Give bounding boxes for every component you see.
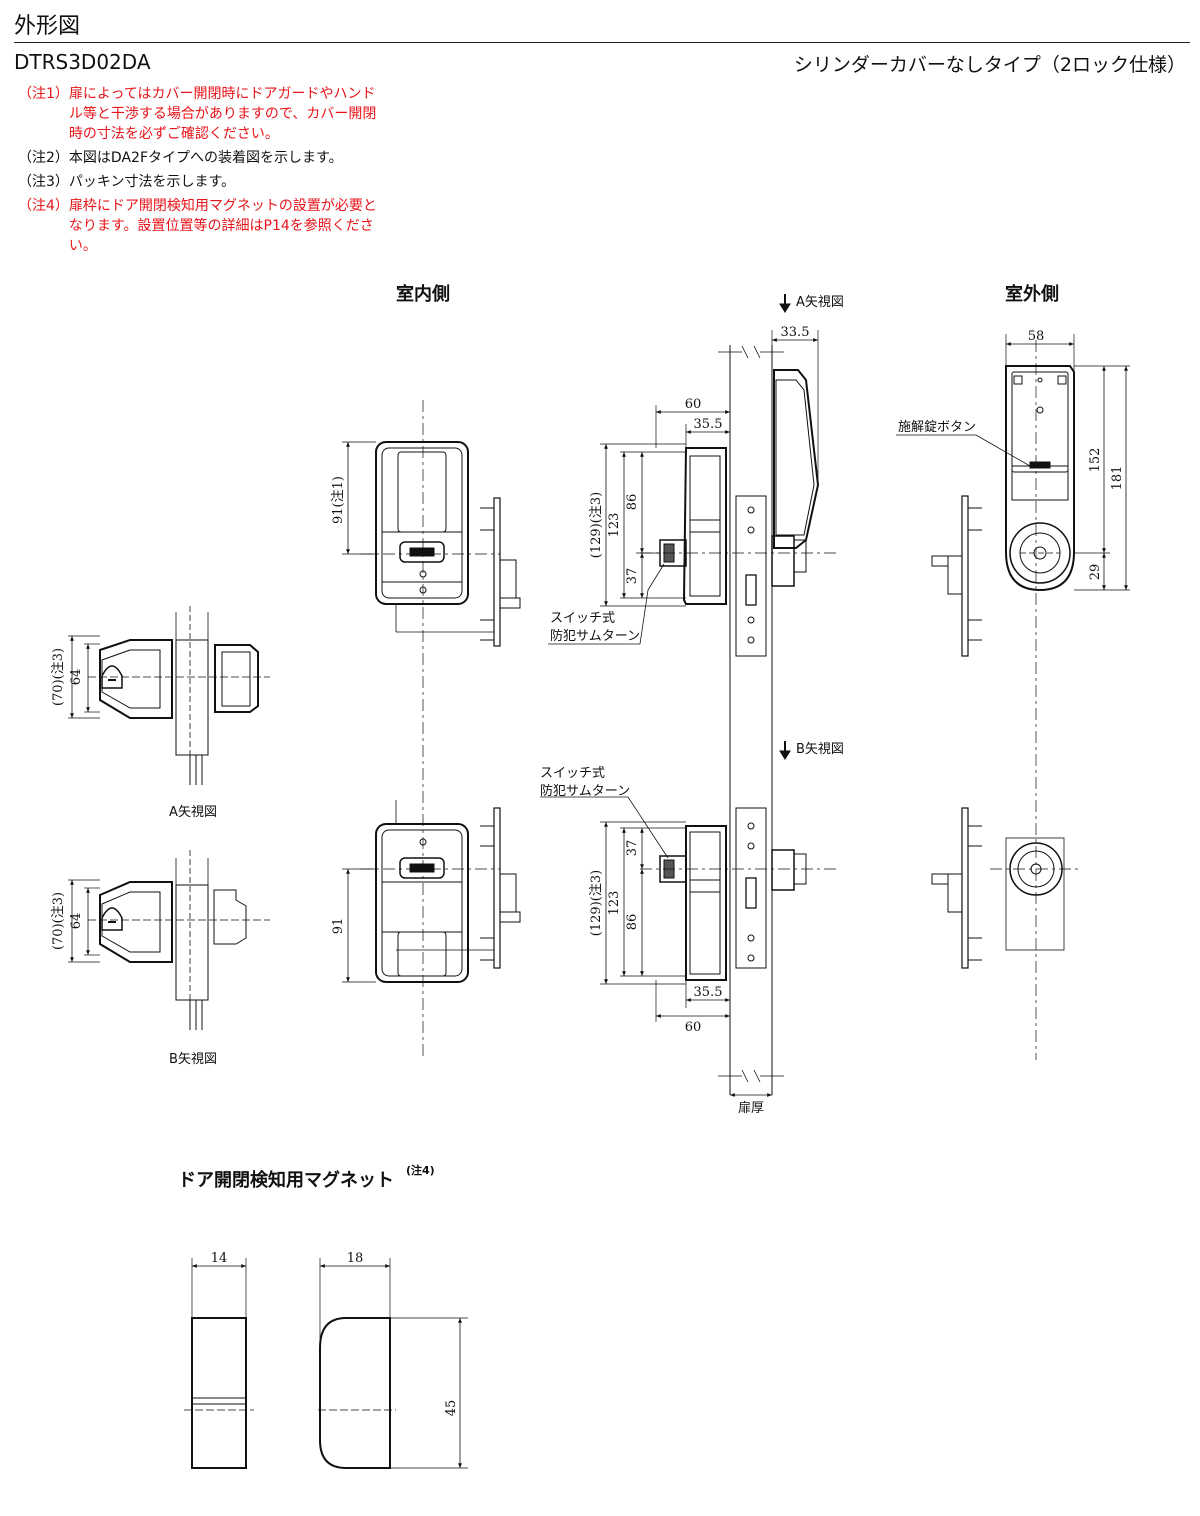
- dim-top-129: (129)(注3): [589, 492, 604, 558]
- note-3: （注3） パッキン寸法を示します。: [18, 172, 388, 192]
- dim-top-123: 123: [607, 513, 622, 538]
- note-4-text: 扉枠にドア開閉検知用マグネットの設置が必要となります。設置位置等の詳細はP14を…: [68, 198, 377, 254]
- dim-bot-129: (129)(注3): [589, 870, 604, 936]
- dim-top-60: 60: [685, 397, 702, 412]
- dim-mag-18: 18: [347, 1251, 364, 1266]
- dim-out-58: 58: [1028, 329, 1045, 344]
- door-thickness-label: 扉厚: [738, 1100, 764, 1116]
- note-2-label: （注2）: [18, 150, 69, 166]
- thumbturn-top-label-2: 防犯サムターン: [550, 628, 640, 644]
- note-1: （注1） 扉によってはカバー開閉時にドアガードやハンドル等と干渉する場合がありま…: [18, 84, 388, 144]
- dim-top-37: 37: [625, 568, 640, 585]
- note-3-label: （注3）: [18, 174, 69, 190]
- magnet-heading: ドア開閉検知用マグネット: [178, 1169, 394, 1191]
- model-number: DTRS3D02DA: [14, 50, 151, 74]
- dim-bot-35-5: 35.5: [694, 985, 723, 1000]
- dim-top-35-5: 35.5: [694, 417, 723, 432]
- dim-mag-45: 45: [444, 1400, 459, 1417]
- thumbturn-top-label-1: スイッチ式: [550, 611, 615, 626]
- a-view-drawing: [68, 606, 270, 785]
- note-2-text: 本図はDA2Fタイプへの装着図を示します。: [68, 150, 343, 166]
- dim-mag-14: 14: [211, 1251, 228, 1266]
- indoor-view-drawing: [342, 400, 521, 1060]
- note-3-text: パッキン寸法を示します。: [68, 174, 236, 190]
- dim-33-5: 33.5: [781, 325, 810, 340]
- note-4: （注4） 扉枠にドア開閉検知用マグネットの設置が必要となります。設置位置等の詳細…: [18, 196, 388, 256]
- b-view-label: B矢視図: [169, 1052, 217, 1067]
- section-view-drawing: [540, 294, 840, 1097]
- dim-bot-86: 86: [625, 914, 640, 931]
- dim-a-64: 64: [69, 669, 84, 686]
- dim-out-152: 152: [1088, 448, 1103, 473]
- dim-bot-60: 60: [685, 1020, 702, 1035]
- dim-top-86: 86: [625, 494, 640, 511]
- dim-indoor-91-note: 91(注1): [331, 476, 346, 524]
- b-view-arrow-label: B矢視図: [796, 742, 844, 757]
- note-2: （注2） 本図はDA2Fタイプへの装着図を示します。: [18, 148, 388, 168]
- a-view-label: A矢視図: [169, 805, 217, 820]
- b-view-drawing: [68, 850, 270, 1030]
- thumbturn-bottom-label-2: 防犯サムターン: [540, 783, 630, 799]
- outdoor-heading: 室外側: [1005, 283, 1059, 305]
- dim-bot-37: 37: [625, 840, 640, 857]
- dim-out-29: 29: [1088, 564, 1103, 581]
- dim-out-181: 181: [1110, 466, 1125, 491]
- notes-list: （注1） 扉によってはカバー開閉時にドアガードやハンドル等と干渉する場合がありま…: [18, 84, 388, 260]
- outdoor-view-drawing: [896, 334, 1130, 1060]
- dim-indoor-91: 91: [331, 918, 346, 935]
- note-1-label: （注1）: [18, 86, 69, 102]
- dim-b-70: (70)(注3): [51, 892, 66, 950]
- thumbturn-bottom-label-1: スイッチ式: [540, 766, 605, 781]
- a-view-arrow-label: A矢視図: [796, 295, 844, 310]
- page-title: 外形図: [14, 14, 81, 39]
- note-1-text: 扉によってはカバー開閉時にドアガードやハンドル等と干渉する場合がありますので、カ…: [68, 86, 377, 142]
- note-4-label: （注4）: [18, 198, 69, 214]
- magnet-drawing: [184, 1258, 468, 1469]
- title-rule: [14, 42, 1190, 43]
- dim-b-64: 64: [69, 913, 84, 930]
- product-type: シリンダーカバーなしタイプ（2ロック仕様）: [793, 54, 1186, 76]
- indoor-heading: 室内側: [396, 283, 450, 305]
- dim-a-70: (70)(注3): [51, 648, 66, 706]
- dim-bot-123: 123: [607, 891, 622, 916]
- release-button-label: 施解錠ボタン: [898, 420, 976, 435]
- magnet-note-mark: (注4): [406, 1163, 435, 1177]
